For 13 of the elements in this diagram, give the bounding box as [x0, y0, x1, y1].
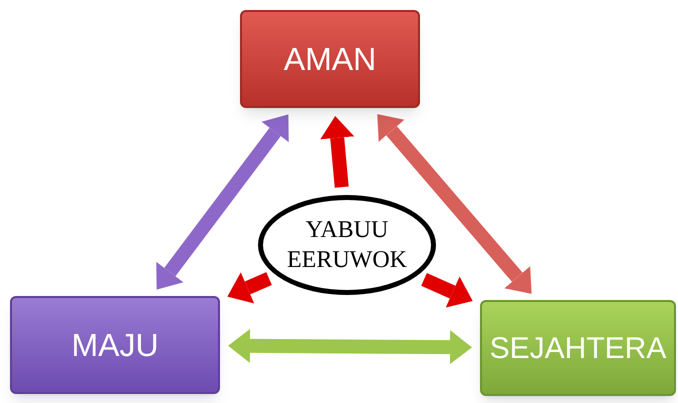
arrow	[227, 272, 272, 304]
node-label: SEJAHTERA	[490, 330, 666, 366]
arrow	[421, 272, 473, 308]
node-label: MAJU	[71, 326, 159, 365]
arrow	[228, 328, 472, 364]
node-label: AMAN	[284, 40, 376, 79]
box-node	[480, 300, 676, 396]
node-label: YABUU EERUWOK	[286, 216, 408, 275]
arrow	[156, 114, 289, 290]
arrow	[377, 114, 532, 294]
box-node	[10, 296, 220, 394]
box-node	[240, 10, 420, 108]
arrow	[320, 116, 354, 188]
